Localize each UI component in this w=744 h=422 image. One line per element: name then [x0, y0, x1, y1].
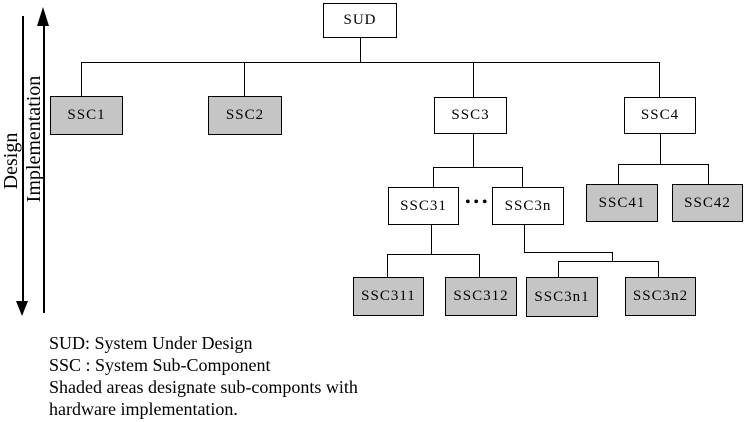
legend-line-shaded-1: Shaded areas designate sub-componts with	[49, 377, 358, 397]
connector	[387, 254, 479, 256]
node-sud: SUD	[323, 3, 397, 38]
connector	[431, 225, 433, 254]
connector	[244, 62, 246, 96]
connector	[660, 134, 662, 164]
connector	[522, 167, 524, 187]
legend-line-ssc: SSC : System Sub-Component	[49, 355, 271, 375]
legend: SUD: System Under Design SSC : System Su…	[49, 332, 358, 420]
connector	[558, 261, 659, 263]
node-ssc3: SSC3	[434, 97, 507, 134]
node-ssc31: SSC31	[388, 187, 459, 225]
ellipsis: •••	[465, 195, 491, 210]
connector	[618, 164, 708, 166]
implementation-axis-label: Implementation	[23, 75, 45, 203]
connector	[473, 134, 475, 167]
up-arrowhead-icon	[37, 7, 49, 26]
connector	[433, 167, 435, 187]
node-ssc312: SSC312	[445, 277, 517, 316]
design-axis-line	[22, 16, 24, 303]
connector	[387, 254, 389, 277]
connector	[473, 62, 475, 97]
legend-line-sud: SUD: System Under Design	[49, 333, 253, 353]
connector	[433, 167, 523, 169]
connector	[360, 38, 362, 62]
design-axis-label: Design	[0, 132, 22, 190]
connector	[524, 252, 613, 254]
node-ssc41: SSC41	[586, 184, 658, 222]
node-ssc42: SSC42	[672, 184, 743, 222]
connector	[479, 254, 481, 277]
node-ssc3n: SSC3n	[492, 187, 564, 225]
connector	[558, 261, 560, 277]
implementation-axis-line	[43, 25, 45, 313]
node-ssc3n2: SSC3n2	[625, 277, 696, 316]
connector	[612, 252, 614, 262]
connector	[81, 62, 660, 64]
node-ssc4: SSC4	[624, 97, 696, 134]
node-ssc2: SSC2	[208, 96, 282, 135]
connector	[708, 164, 710, 184]
node-ssc311: SSC311	[353, 277, 424, 316]
connector	[618, 164, 620, 184]
down-arrowhead-icon	[16, 301, 28, 316]
connector	[81, 62, 83, 96]
connector	[524, 225, 526, 253]
connector	[659, 62, 661, 97]
node-ssc1: SSC1	[50, 96, 123, 135]
legend-line-shaded-2: hardware implementation.	[49, 399, 238, 419]
connector	[658, 261, 660, 277]
node-ssc3n1: SSC3n1	[526, 277, 598, 317]
